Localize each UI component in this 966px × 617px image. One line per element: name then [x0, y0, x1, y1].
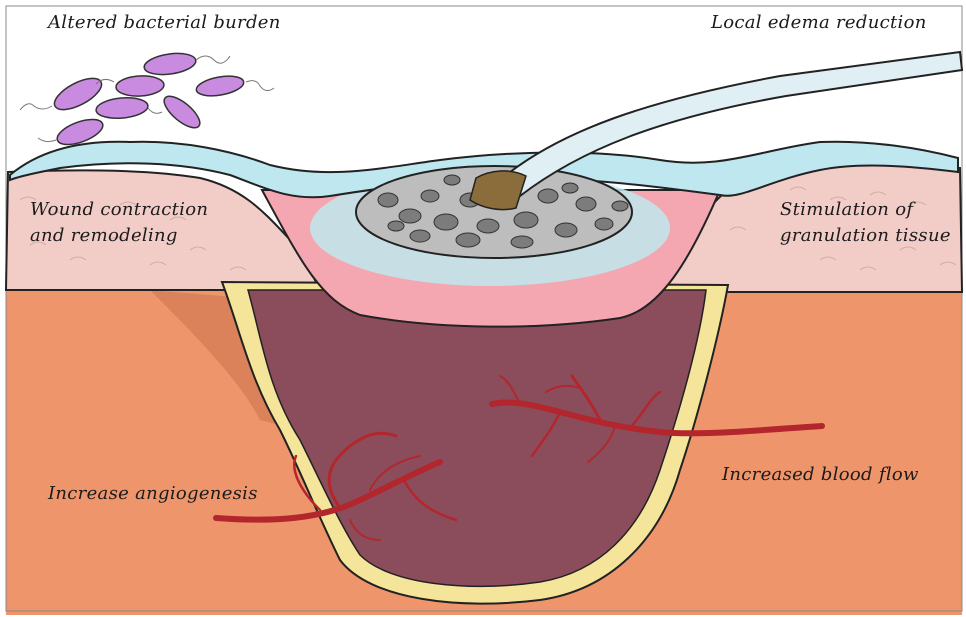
angiogenesis-label: Increase angiogenesis: [48, 481, 258, 507]
wound-contraction-line1: Wound contraction: [30, 199, 208, 220]
bacterial-burden-label: Altered bacterial burden: [48, 10, 281, 36]
tube-connector: [470, 171, 526, 210]
granulation-line1: Stimulation of: [780, 199, 913, 220]
edema-reduction-label: Local edema reduction: [711, 10, 927, 36]
wound-contraction-label: Wound contraction and remodeling: [30, 197, 240, 249]
bacteria-cluster: [50, 50, 245, 149]
granulation-label: Stimulation of granulation tissue: [780, 197, 965, 249]
blood-flow-label: Increased blood flow: [722, 462, 919, 488]
granulation-line2: granulation tissue: [780, 225, 951, 246]
wound-contraction-line2: and remodeling: [30, 225, 178, 246]
